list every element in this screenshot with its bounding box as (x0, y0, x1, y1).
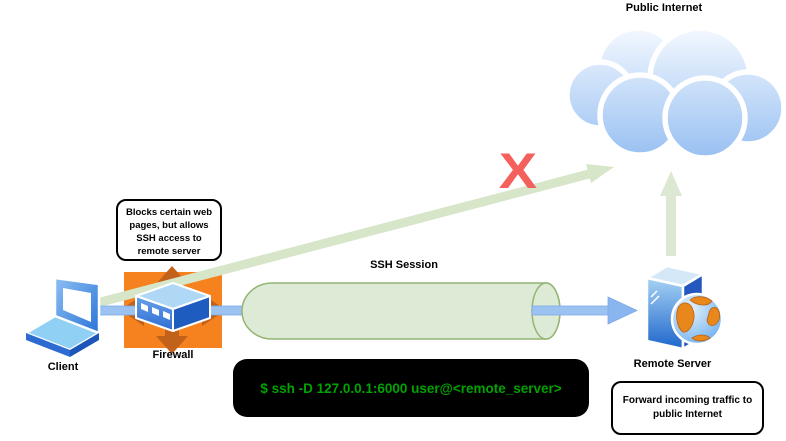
blocked-route-arrow (95, 164, 614, 308)
tunnel-to-server-arrow (531, 296, 638, 325)
client-label: Client (47, 361, 79, 373)
ssh-tunnel-cylinder (241, 282, 561, 340)
public-internet-cloud-icon (564, 25, 786, 161)
server-note-line: public Internet (653, 409, 722, 420)
firewall-label: Firewall (152, 349, 194, 361)
firewall-note-callout: Blocks certain web pages, but allows SSH… (116, 199, 222, 261)
globe-icon (670, 292, 724, 346)
server-note-callout: Forward incoming traffic to public Inter… (611, 381, 764, 435)
blocked-x-marker: X (498, 143, 538, 199)
firewall-note-line: Blocks certain web (125, 207, 213, 218)
remote-server-label: Remote Server (633, 358, 712, 370)
client-laptop-icon (24, 276, 101, 357)
firewall-note-line: remote server (137, 246, 201, 257)
router-box-icon (135, 282, 211, 332)
firewall-note-line: SSH access to (136, 233, 202, 244)
server-to-internet-arrow (660, 171, 682, 256)
ssh-command-text: $ ssh -D 127.0.0.1:6000 user@<remote_ser… (260, 380, 562, 396)
public-internet-label: Public Internet (625, 2, 703, 14)
ssh-session-label: SSH Session (370, 259, 438, 271)
server-note-line: Forward incoming traffic to (622, 395, 753, 406)
firewall-note-line: pages, but allows (129, 220, 209, 231)
terminal-command-box: $ ssh -D 127.0.0.1:6000 user@<remote_ser… (233, 359, 589, 417)
